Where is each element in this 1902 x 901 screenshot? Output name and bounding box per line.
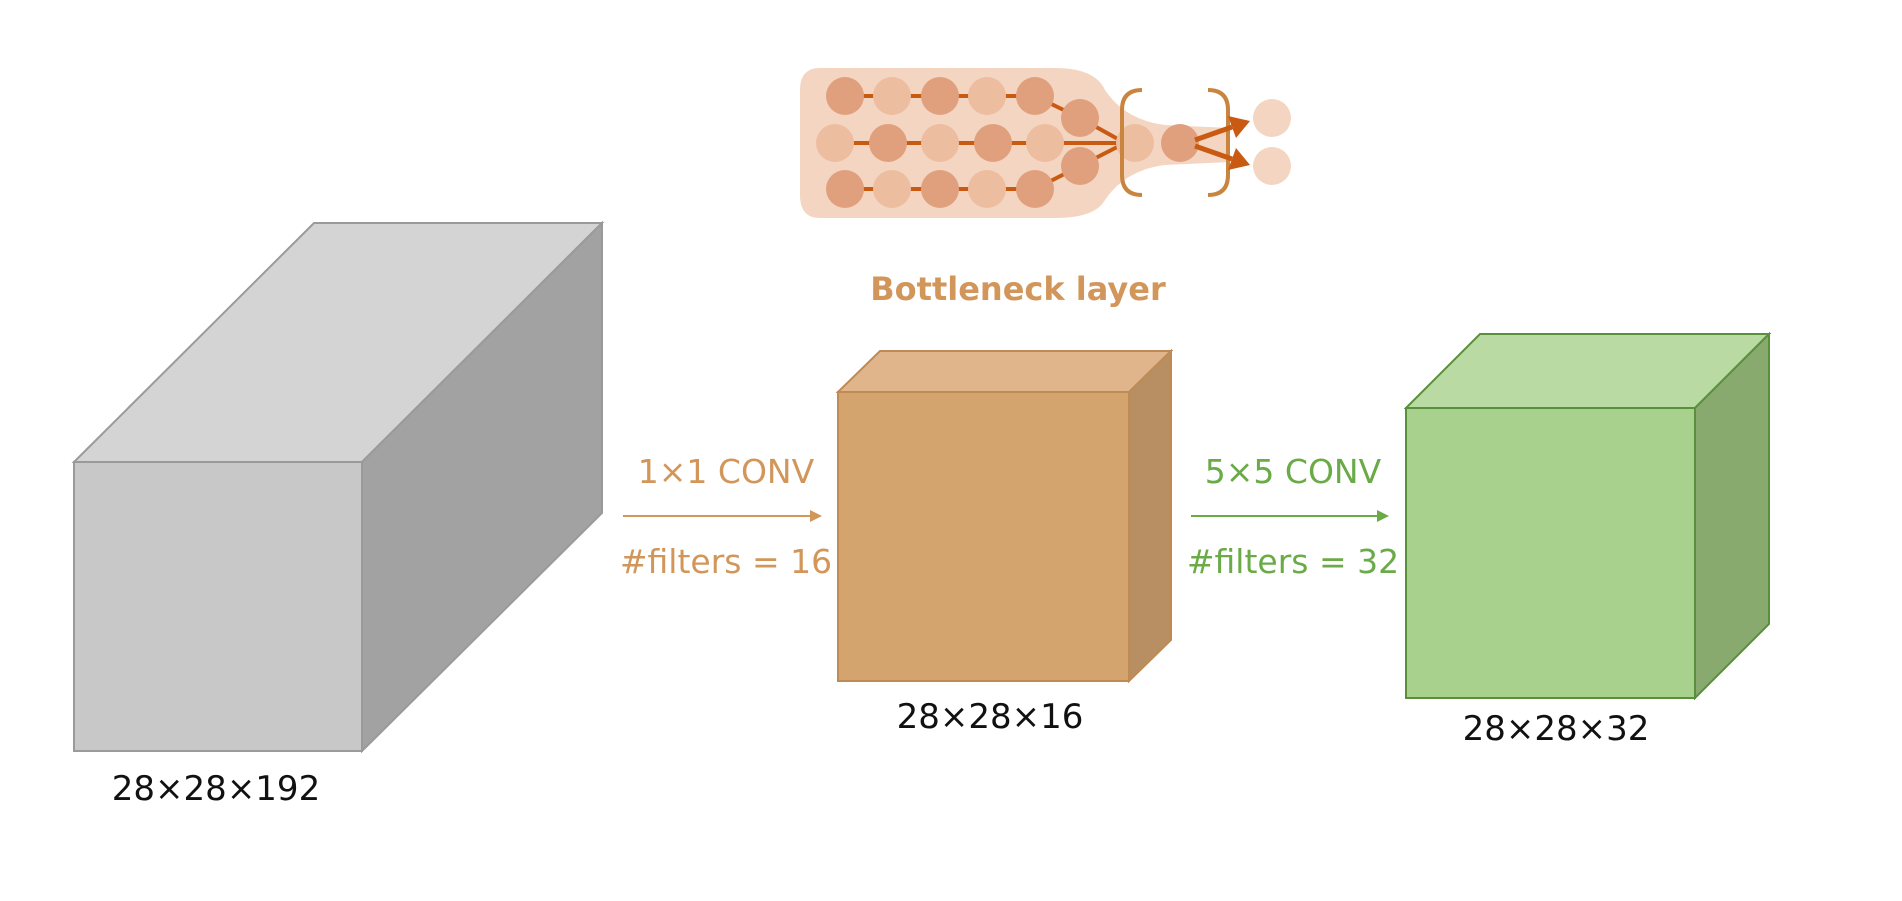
middle-volume-label: 28×28×16 (897, 697, 1084, 737)
node (869, 124, 907, 162)
node (1061, 147, 1099, 185)
output-volume-label: 28×28×32 (1463, 709, 1650, 749)
output-node (1253, 147, 1291, 185)
arrowhead-icon (810, 510, 822, 522)
node (1161, 124, 1199, 162)
node (1116, 124, 1154, 162)
node (921, 77, 959, 115)
conv1-op-label: 1×1 CONV (638, 452, 815, 491)
middle-volume-side (1128, 348, 1172, 684)
bottleneck-title: Bottleneck layer (870, 270, 1166, 308)
node (921, 124, 959, 162)
arrowhead-icon (1228, 116, 1250, 138)
node (1016, 170, 1054, 208)
node (921, 170, 959, 208)
output-arrows (1194, 116, 1250, 170)
arrowhead-icon (1377, 510, 1389, 522)
node (873, 77, 911, 115)
node (826, 77, 864, 115)
node (1026, 124, 1064, 162)
network-nodes (816, 77, 1291, 208)
middle-volume: 28×28×16 (835, 348, 1174, 737)
node (826, 170, 864, 208)
conv2-filters-label: #filters = 32 (1187, 542, 1399, 581)
input-volume-label: 28×28×192 (112, 769, 320, 809)
node (968, 170, 1006, 208)
conv2-op-label: 5×5 CONV (1205, 452, 1382, 491)
conv1-operation: 1×1 CONV #filters = 16 (620, 452, 832, 581)
node (1061, 99, 1099, 137)
node (873, 170, 911, 208)
node (974, 124, 1012, 162)
output-node (1253, 99, 1291, 137)
middle-volume-top (835, 350, 1174, 393)
input-volume: 28×28×192 (71, 220, 605, 809)
node (968, 77, 1006, 115)
node (816, 124, 854, 162)
input-volume-front (73, 461, 363, 752)
bracket-left-icon (1120, 88, 1143, 197)
node (1016, 77, 1054, 115)
conv2-operation: 5×5 CONV #filters = 32 (1187, 452, 1399, 581)
output-volume: 28×28×32 (1403, 331, 1772, 749)
output-volume-front (1405, 407, 1696, 699)
conv1-filters-label: #filters = 16 (620, 542, 832, 581)
bottleneck-illustration: Bottleneck layer (800, 68, 1291, 308)
middle-volume-front (837, 391, 1130, 682)
arrowhead-icon (1228, 148, 1250, 170)
bracket-right-icon (1207, 88, 1230, 197)
